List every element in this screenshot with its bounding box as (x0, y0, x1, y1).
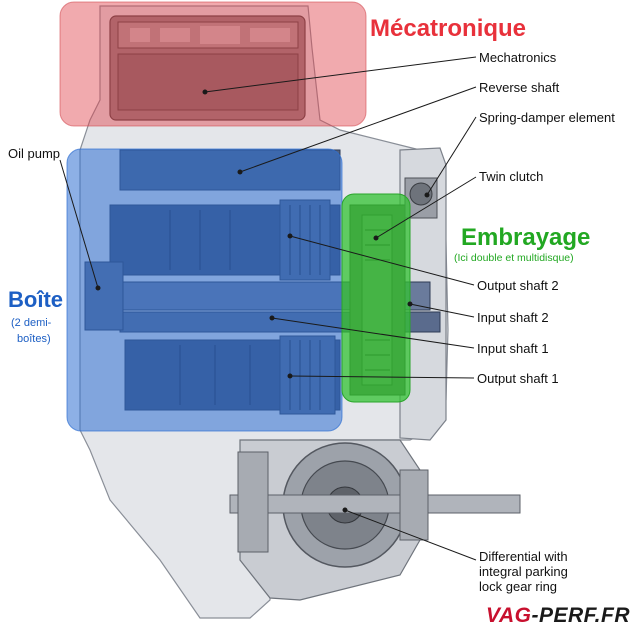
boite-subtitle-line2: boîtes) (17, 333, 51, 345)
callout-mechatronics: Mechatronics (479, 50, 557, 65)
differential-housing (229, 439, 521, 601)
vag-perf-logo[interactable]: VAG-PERF.FR (486, 604, 630, 628)
embrayage-title: Embrayage (461, 224, 591, 251)
callout-oil-pump: Oil pump (8, 146, 61, 161)
mecatronique-highlight (59, 1, 367, 127)
callout-input-shaft-1: Input shaft 1 (477, 341, 549, 356)
boite-subtitle-line1: (2 demi- (11, 317, 52, 329)
callout-input-shaft-2: Input shaft 2 (477, 310, 549, 325)
mechatronics-unit (109, 15, 306, 121)
callout-differential-line1: Differential with (479, 549, 568, 564)
mecatronique-title: Mécatronique (370, 15, 527, 42)
callout-reverse-shaft: Reverse shaft (479, 80, 560, 95)
callout-output-shaft-1: Output shaft 1 (477, 371, 559, 386)
callout-leader-lines (59, 56, 477, 561)
logo-perf: PERF.FR (538, 604, 630, 627)
callout-differential-line2: integral parking (479, 564, 568, 579)
callout-spring-damper: Spring-damper element (479, 110, 615, 125)
callout-twin-clutch: Twin clutch (479, 169, 544, 184)
callout-output-shaft-2: Output shaft 2 (477, 278, 559, 293)
boite-highlight (66, 148, 343, 432)
logo-vag: VAG (486, 604, 532, 627)
boite-title: Boîte (8, 287, 63, 312)
logo-dash: - (531, 604, 539, 627)
embrayage-subtitle: (Ici double et multidisque) (454, 252, 574, 264)
callout-differential-line3: lock gear ring (479, 579, 558, 594)
embrayage-highlight (341, 193, 411, 403)
